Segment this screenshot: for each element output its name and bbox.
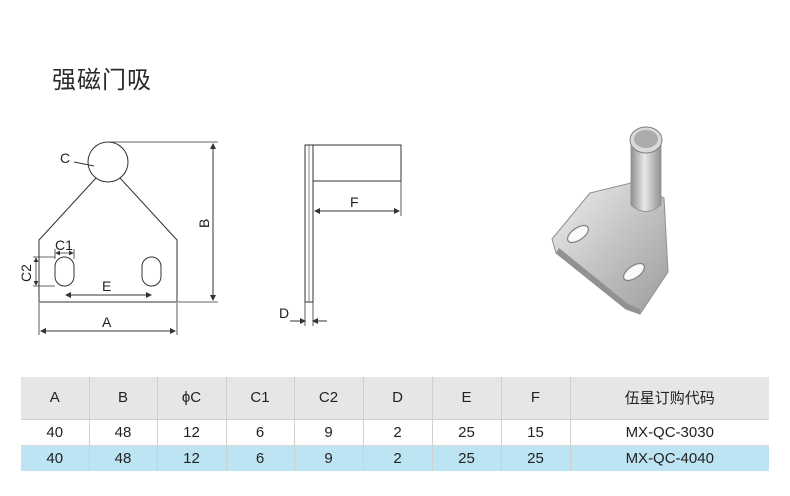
label-c2: C2 (18, 264, 34, 282)
label-a: A (102, 314, 112, 330)
cell-d: 2 (363, 445, 433, 471)
cell-phi-c: 12 (157, 419, 227, 445)
label-c1: C1 (55, 237, 73, 253)
cell-c1: 6 (226, 445, 295, 471)
table-row: 40 48 12 6 9 2 25 15 MX-QC-3030 (21, 419, 769, 445)
col-header-f: F (501, 377, 571, 420)
col-header-c2: C2 (294, 377, 364, 420)
cell-c2: 9 (294, 445, 364, 471)
spec-table: A B ϕC C1 C2 D E F 伍星订购代码 40 48 12 6 9 2… (21, 377, 769, 471)
cell-a: 40 (21, 445, 90, 471)
col-header-e: E (432, 377, 502, 420)
technical-drawing: C B C1 C2 E A F (18, 126, 669, 335)
label-e: E (102, 278, 111, 294)
table-row: 40 48 12 6 9 2 25 25 MX-QC-4040 (21, 445, 769, 471)
cell-c1: 6 (226, 419, 295, 445)
cell-f: 15 (501, 419, 571, 445)
label-c: C (60, 150, 70, 166)
cell-c2: 9 (294, 419, 364, 445)
col-header-a: A (21, 377, 90, 420)
cell-f: 25 (501, 445, 571, 471)
page-title: 强磁门吸 (52, 66, 152, 94)
col-header-c1: C1 (226, 377, 295, 420)
col-header-d: D (363, 377, 433, 420)
cell-order-code: MX-QC-3030 (625, 423, 714, 441)
table-header-row: A B ϕC C1 C2 D E F 伍星订购代码 (21, 377, 769, 420)
label-d: D (279, 305, 289, 321)
front-view: C B C1 C2 E A (18, 141, 218, 335)
cell-e: 25 (432, 445, 502, 471)
col-header-b: B (89, 377, 158, 420)
label-b: B (196, 219, 212, 228)
cell-order-code: MX-QC-4040 (625, 449, 714, 467)
product-image (551, 126, 669, 315)
cell-a: 40 (21, 419, 90, 445)
cell-b: 48 (89, 445, 158, 471)
col-header-order-code: 伍星订购代码 (570, 377, 769, 420)
cell-phi-c: 12 (157, 445, 227, 471)
col-header-phi-c: ϕC (157, 377, 227, 420)
cell-e: 25 (432, 419, 502, 445)
side-view: F D (279, 144, 402, 326)
cell-d: 2 (363, 419, 433, 445)
cell-b: 48 (89, 419, 158, 445)
label-f: F (350, 194, 359, 210)
